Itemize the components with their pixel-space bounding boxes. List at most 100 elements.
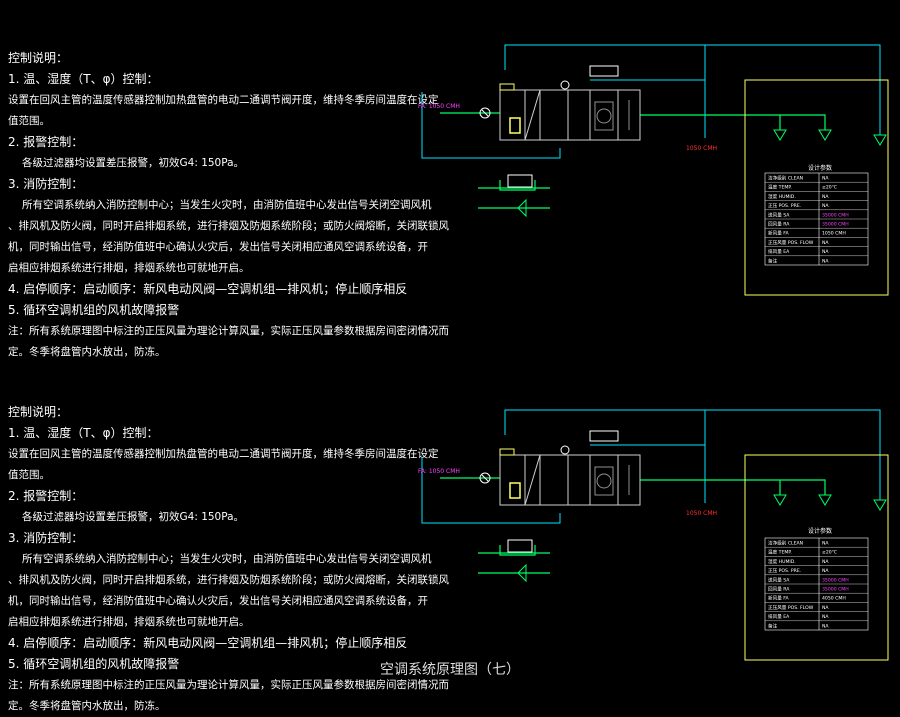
note-line: 设置在回风主管的温度传感器控制加热盘管的电动二通调节阀开度，维持冬季房间温度在设… — [8, 94, 439, 106]
control-wiring — [421, 44, 881, 159]
table-cell: NA — [822, 203, 829, 209]
table-cell: 温度 TEMP. — [768, 184, 792, 191]
table-cell: 湿度 HUMID. — [768, 193, 796, 200]
table-cell: NA — [822, 176, 829, 182]
table-cell: 温度 TEMP. — [768, 549, 792, 556]
table-cell: 正压 POS. PRE. — [768, 203, 801, 209]
table-cell: 4050 CMH — [822, 596, 846, 602]
table-cell: NA — [822, 559, 829, 565]
table-cell: 洁净级别 CLEAN — [768, 175, 803, 182]
table-cell: 正压 POS. PRE. — [768, 568, 801, 574]
supply-airflow-label: 1050 CMH — [686, 145, 717, 152]
table-cell: 送风量 SA — [768, 576, 790, 583]
note-line: 5. 循环空调机组的风机故障报警 — [8, 303, 180, 317]
table-row-lines — [765, 546, 868, 622]
table-cell: NA — [822, 605, 829, 611]
fresh-air-label: FA: 1050 CMH — [418, 468, 460, 475]
control-notes-top: 控制说明： 1. 温、湿度（T、φ）控制： 设置在回风主管的温度传感器控制加热盘… — [8, 48, 449, 363]
note-line: 值范围。 — [8, 115, 50, 127]
note-line: 5. 循环空调机组的风机故障报警 — [8, 657, 180, 671]
table-cell: 送风量 SA — [768, 211, 790, 218]
table-cell: 正压风量 POS. FLOW — [768, 604, 814, 611]
note-line: 机，同时输出信号，经消防值班中心确认火灾后，发出信号关闭相应通风空调系统设备，开 — [8, 595, 428, 607]
design-table-title: 设计参数 — [808, 164, 832, 172]
table-cell: 新风量 FA — [768, 595, 789, 602]
note-line: 所有空调系统纳入消防控制中心；当发生火灾时，由消防值班中心发出信号关闭空调风机 — [22, 553, 432, 565]
table-cell: ≥20℃ — [822, 550, 837, 556]
table-cell: ≥20℃ — [822, 185, 837, 191]
table-cell: 洁净级别 CLEAN — [768, 540, 803, 547]
table-cell: NA — [822, 541, 829, 547]
note-line: 启相应排烟系统进行排烟，排烟系统也可就地开启。 — [8, 262, 250, 274]
table-cell: NA — [822, 623, 829, 629]
note-line: 注：所有系统原理图中标注的正压风量为理论计算风量，实际正压风量参数根据房间密闭情… — [8, 325, 449, 337]
note-line: 、排风机及防火阀，同时开启排烟系统，进行排烟及防烟系统阶段；或防火阀熔断，关闭联… — [8, 220, 449, 232]
table-cell: NA — [822, 249, 829, 255]
ahu-schematic-top: FA: 1050 CMH 1050 CMH 设计参数 洁净级别 CLEAN NA… — [418, 44, 889, 296]
note-line: 所有空调系统纳入消防控制中心；当发生火灾时，由消防值班中心发出信号关闭空调风机 — [22, 199, 432, 211]
table-cell: NA — [822, 194, 829, 200]
supply-valve — [507, 539, 533, 583]
note-line: 定。冬季将盘管内水放出，防冻。 — [8, 346, 166, 358]
note-line: 1. 温、湿度（T、φ）控制： — [8, 72, 159, 86]
air-duct-lines — [440, 112, 826, 209]
table-cell: 35000 CMH — [822, 577, 849, 583]
design-table-title: 设计参数 — [808, 527, 832, 535]
table-cell: 正压风量 POS. FLOW — [768, 239, 814, 246]
table-cell: NA — [822, 240, 829, 246]
air-duct-lines — [440, 477, 826, 574]
table-cell: 1050 CMH — [822, 231, 846, 237]
note-line: 各级过滤器均设置差压报警，初效G4: 150Pa。 — [22, 157, 245, 169]
table-cell: 排风量 EA — [768, 613, 790, 620]
note-line: 4. 启停顺序：启动顺序：新风电动风阀—空调机组—排风机；停止顺序相反 — [8, 282, 408, 296]
note-line: 2. 报警控制： — [8, 135, 84, 149]
table-cell: 排风量 EA — [768, 248, 790, 255]
note-line: 机，同时输出信号，经消防值班中心确认火灾后，发出信号关闭相应通风空调系统设备，开 — [8, 241, 428, 253]
outlet-diffusers — [773, 494, 887, 511]
table-cell: 回风量 RA — [768, 221, 790, 228]
table-cell: 35000 CMH — [822, 212, 849, 218]
ahu-schematic-bottom: FA: 1050 CMH 1050 CMH 设计参数 洁净级别 CLEAN NA… — [418, 409, 889, 661]
note-line: 定。冬季将盘管内水放出，防冻。 — [8, 700, 166, 712]
table-cell: 回风量 RA — [768, 586, 790, 593]
supply-valve — [507, 174, 533, 218]
fresh-air-damper — [479, 472, 491, 484]
note-line: 控制说明： — [8, 405, 69, 419]
note-line: 值范围。 — [8, 469, 50, 481]
note-line: 4. 启停顺序：启动顺序：新风电动风阀—空调机组—排风机；停止顺序相反 — [8, 636, 408, 650]
note-line: 3. 消防控制： — [8, 177, 84, 191]
air-handling-unit — [499, 80, 641, 141]
design-table-frame — [744, 454, 889, 661]
note-line: 注：所有系统原理图中标注的正压风量为理论计算风量，实际正压风量参数根据房间密闭情… — [8, 679, 449, 691]
note-line: 启相应排烟系统进行排烟，排烟系统也可就地开启。 — [8, 616, 250, 628]
table-cell: 备注 — [768, 257, 778, 264]
supply-airflow-label: 1050 CMH — [686, 510, 717, 517]
note-line: 各级过滤器均设置差压报警，初效G4: 150Pa。 — [22, 511, 245, 523]
note-line: 3. 消防控制： — [8, 531, 84, 545]
note-line: 2. 报警控制： — [8, 489, 84, 503]
drawing-title: 空调系统原理图（七） — [380, 662, 520, 678]
design-table: 洁净级别 CLEAN NA 温度 TEMP. ≥20℃ 湿度 HUMID. NA… — [764, 172, 869, 266]
table-cell: 备注 — [768, 622, 778, 629]
design-table-frame — [744, 79, 889, 296]
table-cell: 新风量 FA — [768, 230, 789, 237]
table-row-lines — [765, 181, 868, 257]
table-cell: 湿度 HUMID. — [768, 558, 796, 565]
note-line: 、排风机及防火阀，同时开启排烟系统，进行排烟及防烟系统阶段；或防火阀熔断，关闭联… — [8, 574, 449, 586]
air-handling-unit — [499, 445, 641, 506]
table-cell: NA — [822, 614, 829, 620]
table-cell: NA — [822, 258, 829, 264]
table-cell: 35000 CMH — [822, 222, 849, 228]
fresh-air-label: FA: 1050 CMH — [418, 103, 460, 110]
outlet-diffusers — [773, 129, 887, 146]
design-table: 洁净级别 CLEAN NA 温度 TEMP. ≥20℃ 湿度 HUMID. NA… — [764, 537, 869, 631]
table-cell: 35000 CMH — [822, 587, 849, 593]
table-cell: NA — [822, 568, 829, 574]
note-line: 设置在回风主管的温度传感器控制加热盘管的电动二通调节阀开度，维持冬季房间温度在设… — [8, 448, 439, 460]
note-line: 控制说明： — [8, 51, 69, 65]
temperature-sensor-box — [589, 430, 619, 442]
fresh-air-damper — [479, 107, 491, 119]
note-line: 1. 温、湿度（T、φ）控制： — [8, 426, 159, 440]
temperature-sensor-box — [589, 65, 619, 77]
control-wiring — [421, 409, 881, 524]
